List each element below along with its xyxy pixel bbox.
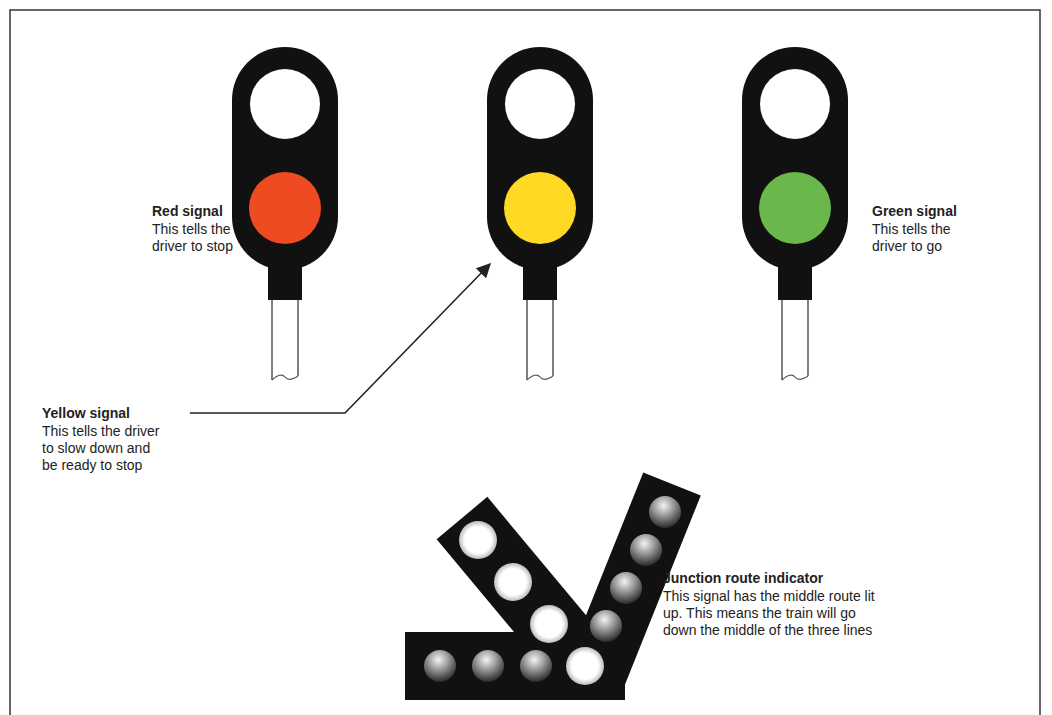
signal-name: Yellow signal bbox=[42, 405, 182, 422]
route-lamp bbox=[472, 650, 504, 682]
leader-line bbox=[190, 264, 490, 413]
route-lamp bbox=[566, 647, 604, 685]
route-lamp bbox=[649, 496, 681, 528]
signal-meaning: This tells the driver to slow down and b… bbox=[42, 423, 164, 474]
route-lamp bbox=[630, 534, 662, 566]
signal-meaning: This tells the driver to go bbox=[872, 221, 972, 255]
indicator-meaning: This signal has the middle route lit up.… bbox=[663, 588, 888, 639]
junction-route-indicator bbox=[405, 484, 681, 715]
route-lamp bbox=[610, 572, 642, 604]
route-lamp bbox=[590, 610, 622, 642]
frame bbox=[10, 10, 1040, 715]
signal-head bbox=[232, 47, 338, 380]
route-lamp bbox=[530, 605, 568, 643]
route-lamp bbox=[520, 650, 552, 682]
route-lamp bbox=[424, 650, 456, 682]
signal-head bbox=[487, 47, 593, 380]
route-lamp bbox=[459, 521, 497, 559]
route-lamp bbox=[494, 563, 532, 601]
signal-meaning: This tells the driver to stop bbox=[152, 221, 252, 255]
signal-name: Green signal bbox=[872, 203, 1002, 220]
indicator-name: Junction route indicator bbox=[663, 570, 903, 587]
signal-name: Red signal bbox=[152, 203, 272, 220]
signal-head bbox=[742, 47, 848, 380]
